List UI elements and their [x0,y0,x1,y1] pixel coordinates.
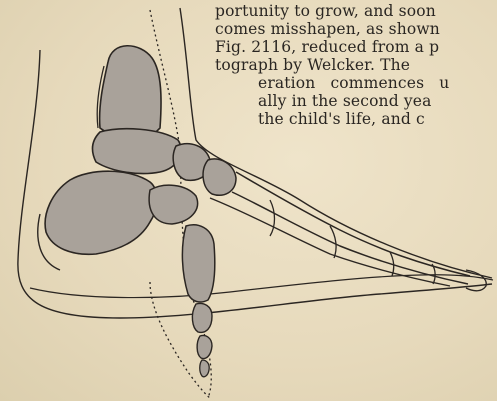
skin-outline-rear [180,8,492,278]
talus-bone [93,129,182,174]
metatarsal-1 [236,172,470,276]
displaced-phalanx-3 [200,360,209,377]
sole-outline [30,275,493,298]
cuboid-bone [149,185,197,224]
toe-joint-4 [270,200,275,236]
displaced-phalanx-2 [197,335,212,358]
displaced-metatarsal [182,225,214,302]
displaced-phalanx-1 [192,304,212,333]
tibia-bone [100,46,161,139]
calcaneus-bone [45,171,157,254]
metatarsal-2 [232,192,468,284]
